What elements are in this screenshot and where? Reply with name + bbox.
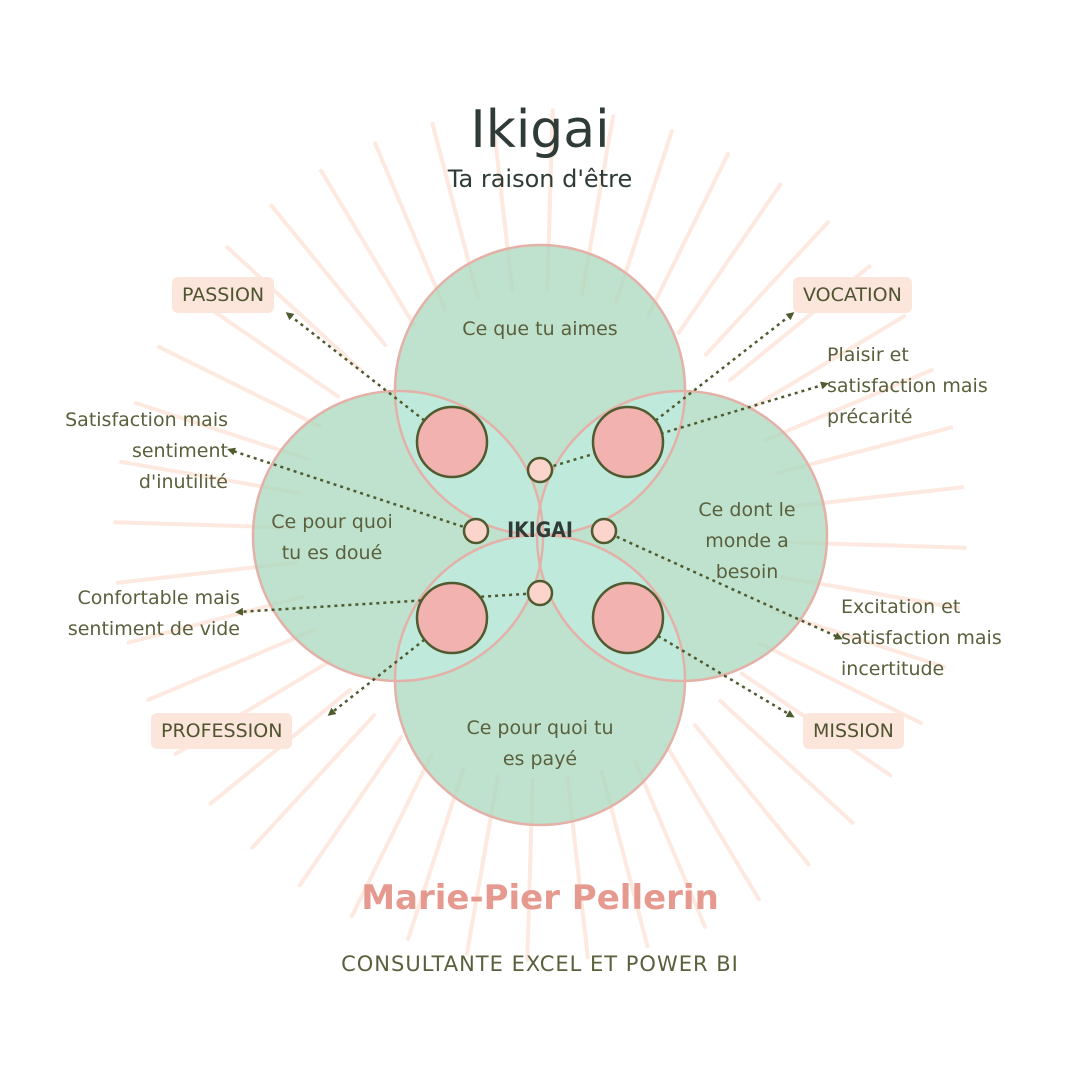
arrow-top-right-note [539, 381, 829, 472]
tag-passion: PASSION [172, 277, 275, 313]
ray-line [156, 344, 323, 429]
label-bottom-circle: Ce pour quoi tu es payé [466, 717, 614, 770]
arrow-bottom-left-note [235, 591, 541, 616]
dot-profession [415, 581, 489, 655]
overlap-dots [415, 405, 665, 655]
ray-line [134, 401, 310, 461]
ray-line [269, 203, 388, 348]
label-right-circle: Ce dont le monde a besoin [698, 499, 796, 583]
ray-line [718, 698, 855, 825]
label-left-circle: Ce pour quoi tu es doué [271, 511, 393, 564]
ray-line [664, 743, 761, 902]
dot-small-left [462, 517, 490, 545]
author-name: Marie-Pier Pellerin [361, 878, 719, 918]
outline-bottom [393, 533, 687, 827]
ray-line [763, 368, 934, 442]
tag-profession: PROFESSION [151, 713, 293, 749]
ray-line [757, 641, 924, 726]
author-role: CONSULTANTE EXCEL ET POWER BI [341, 952, 739, 976]
page-subtitle: Ta raison d'être [447, 165, 633, 193]
ray-line [703, 220, 830, 357]
ray-line [250, 713, 377, 850]
arrow-top-left-note [227, 447, 477, 533]
dot-vocation [591, 405, 665, 479]
dot-small-right [590, 517, 618, 545]
note-top-right: Plaisir et satisfaction mais précarité [827, 344, 988, 428]
dot-small-top [526, 456, 554, 484]
venn-outlines [251, 243, 829, 827]
ray-line [349, 752, 434, 919]
dot-passion [415, 405, 489, 479]
ray-line [748, 314, 907, 411]
dot-mission [591, 581, 665, 655]
arrow-bottom-right-note [603, 529, 843, 640]
center-label: IKIGAI [507, 518, 573, 542]
page-title: Ikigai [470, 100, 610, 160]
tag-mission: MISSION [803, 713, 904, 749]
ray-line [319, 168, 416, 327]
label-top-circle: Ce que tu aimes [462, 318, 618, 340]
ray-line [146, 628, 317, 702]
note-bottom-right: Excitation et satisfaction mais incertit… [841, 596, 1002, 680]
tag-vocation: VOCATION [793, 277, 912, 313]
arrow-profession [327, 617, 453, 716]
ray-line [225, 245, 362, 372]
ray-line [646, 151, 731, 318]
ray-line [633, 758, 707, 929]
ray-line [373, 141, 447, 312]
ray-line [692, 722, 811, 867]
dot-small-bottom [526, 579, 554, 607]
ray-line [297, 735, 404, 888]
note-top-left: Satisfaction mais sentiment d'inutilité [65, 409, 228, 493]
connector-arrows [227, 312, 843, 718]
note-bottom-left: Confortable mais sentiment de vide [67, 587, 240, 640]
ray-line [676, 182, 783, 335]
